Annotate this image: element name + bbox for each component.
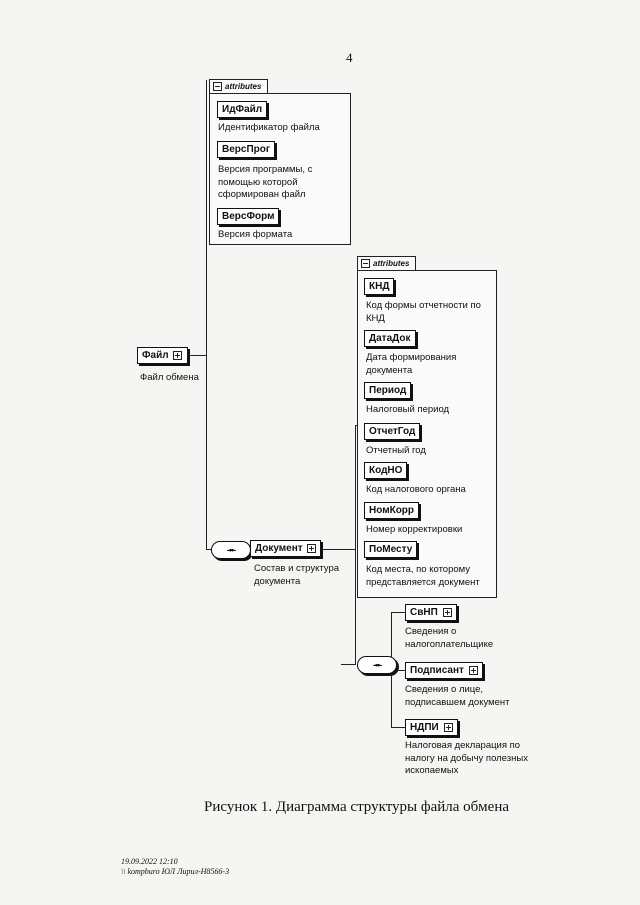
connector-child-3	[391, 727, 405, 728]
attr-period-desc: Налоговый период	[366, 404, 450, 415]
document-element[interactable]: Документ	[250, 540, 322, 557]
connector-seq-in	[341, 664, 356, 665]
expand-icon	[443, 722, 453, 732]
child-svnp-name: СвНП	[410, 607, 438, 618]
attr-versprog[interactable]: ВерсПрог	[217, 141, 276, 158]
file-attributes-tag[interactable]: attributes	[209, 79, 269, 94]
sequence-compositor-icon[interactable]: -••-	[357, 656, 397, 674]
child-ndpi[interactable]: НДПИ	[405, 719, 458, 736]
attr-pomestu-desc: Код места, по которому представляется до…	[366, 564, 480, 588]
child-ndpi-name: НДПИ	[410, 722, 439, 733]
attr-otchetgod[interactable]: ОтчетГод	[364, 423, 421, 440]
attr-otchetgod-desc: Отчетный год	[366, 445, 426, 456]
root-name: Файл	[142, 350, 169, 361]
connector-doc-out	[318, 549, 356, 550]
attr-period[interactable]: Период	[364, 382, 412, 399]
attr-idfile-desc: Идентификатор файла	[218, 122, 320, 133]
attr-pomestu[interactable]: ПоМесту	[364, 541, 418, 558]
attributes-label: attributes	[373, 259, 410, 268]
expand-icon	[173, 350, 183, 360]
expand-icon	[442, 607, 452, 617]
sequence-compositor-icon[interactable]: -••-	[211, 541, 251, 559]
attr-versform[interactable]: ВерсФорм	[217, 208, 280, 225]
child-svnp[interactable]: СвНП	[405, 604, 457, 621]
connector-child-2	[391, 670, 405, 671]
document-attributes-tag[interactable]: attributes	[357, 256, 417, 271]
attr-datadok-desc: Дата формирования документа	[366, 352, 457, 376]
collapse-icon	[213, 82, 222, 91]
expand-icon	[307, 543, 317, 553]
page-number: 4	[346, 50, 353, 65]
attr-nomkorr[interactable]: НомКорр	[364, 502, 420, 519]
child-podpisant-desc: Сведения о лице, подписавшем документ	[405, 684, 510, 708]
figure-caption: Рисунок 1. Диаграмма структуры файла обм…	[204, 799, 510, 815]
attr-kodno-desc: Код налогового органа	[366, 484, 466, 495]
attributes-label: attributes	[225, 82, 262, 91]
child-svnp-desc: Сведения о налогоплательщике	[405, 626, 494, 650]
connector-child-1	[391, 612, 405, 613]
connector-root-h	[181, 355, 207, 356]
footer-line-2: \\ kompburo ЮЛ Лирил-Н8566-3	[121, 867, 230, 876]
footer-line-1: 19.09.2022 12:10	[121, 857, 178, 866]
child-podpisant[interactable]: Подписант	[405, 662, 483, 679]
attr-idfile[interactable]: ИдФайл	[217, 101, 268, 118]
document-name: Документ	[255, 543, 303, 554]
file-attributes-group	[209, 93, 351, 245]
child-ndpi-desc: Налоговая декларация по налогу на добычу…	[405, 740, 528, 776]
attr-versform-desc: Версия формата	[218, 229, 293, 240]
expand-icon	[468, 665, 478, 675]
attr-versprog-desc: Версия программы, с помощью которой сфор…	[218, 164, 313, 200]
root-element[interactable]: Файл	[137, 347, 189, 364]
connector-doc-vertical	[355, 425, 356, 665]
attr-kodno[interactable]: КодНО	[364, 462, 408, 479]
root-desc: Файл обмена	[140, 372, 199, 383]
attr-datadok[interactable]: ДатаДок	[364, 330, 416, 347]
collapse-icon	[361, 259, 370, 268]
attr-knd-desc: Код формы отчетности по КНД	[366, 300, 481, 324]
attr-nomkorr-desc: Номер корректировки	[366, 524, 463, 535]
footer-stamp: 19.09.2022 12:10 \\ kompburo ЮЛ Лирил-Н8…	[121, 857, 229, 877]
connector-root-vertical	[206, 80, 207, 550]
document-desc: Состав и структура документа	[254, 563, 340, 587]
attr-knd[interactable]: КНД	[364, 278, 395, 295]
child-podpisant-name: Подписант	[410, 665, 464, 676]
